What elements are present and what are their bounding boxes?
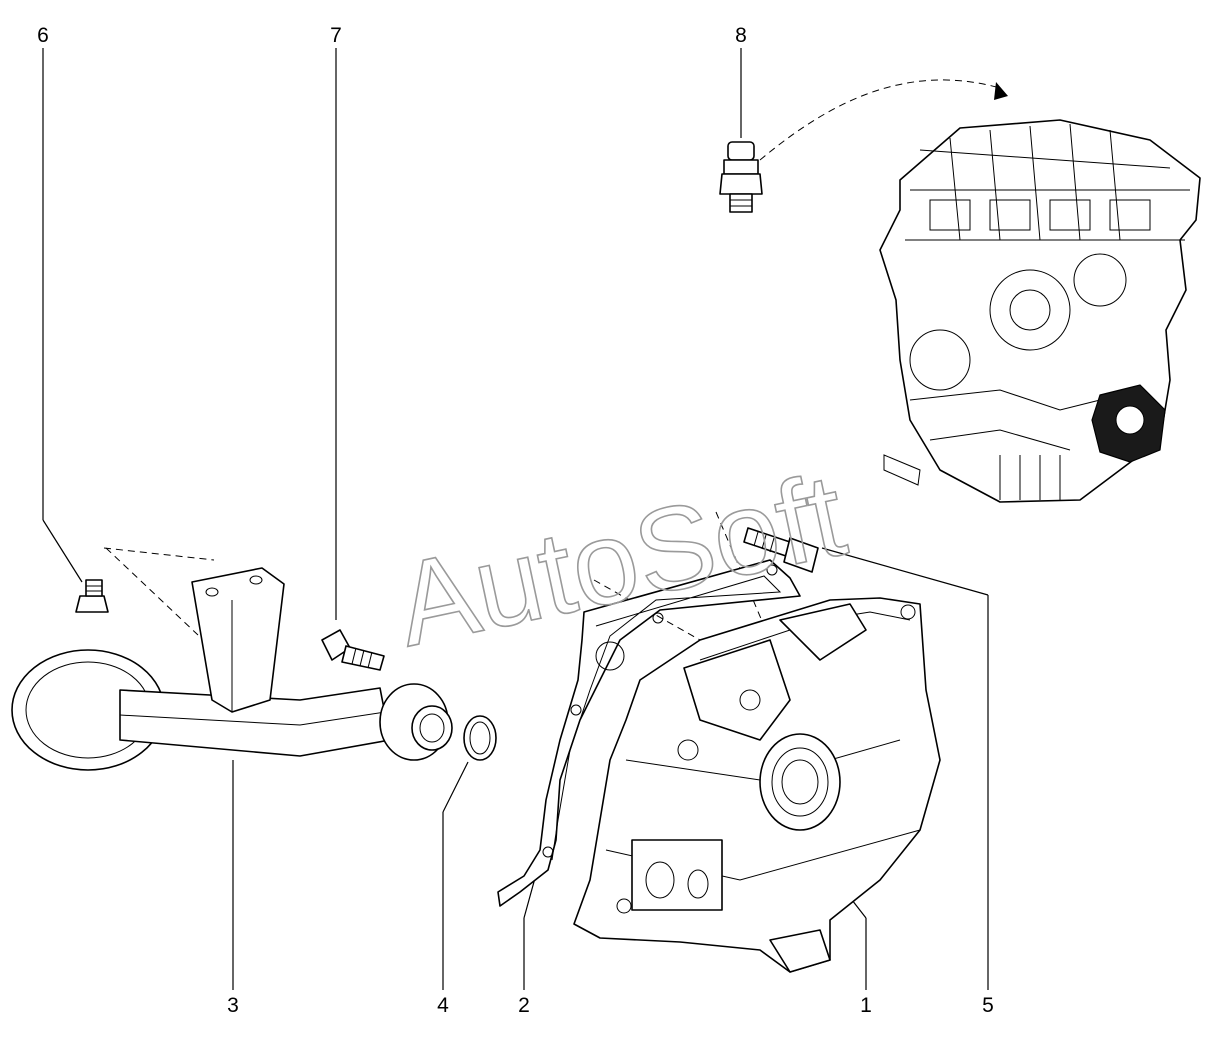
part-1-oil-pump-housing — [573, 597, 941, 973]
callout-3: 3 — [227, 994, 239, 1017]
callout-1: 1 — [860, 994, 872, 1017]
part-3-oil-pickup — [11, 567, 453, 771]
part-4-o-ring — [463, 715, 497, 761]
part-2-gasket — [497, 559, 801, 907]
callout-2: 2 — [518, 994, 530, 1017]
callout-7: 7 — [330, 24, 342, 47]
leader-lines — [42, 48, 989, 990]
callout-4: 4 — [437, 994, 449, 1017]
callout-numbers: 6 7 8 3 4 2 1 5 — [37, 24, 994, 1017]
part-5-bolt — [743, 527, 819, 573]
callout-6: 6 — [37, 24, 49, 47]
engine-assembly — [879, 119, 1201, 503]
part-7-bolt — [321, 629, 385, 671]
part-6-bolt — [75, 579, 109, 613]
callout-8: 8 — [735, 24, 747, 47]
callout-5: 5 — [982, 994, 994, 1017]
part-8-oil-pressure-sensor — [719, 141, 763, 213]
arrowhead-icon — [994, 82, 1008, 100]
